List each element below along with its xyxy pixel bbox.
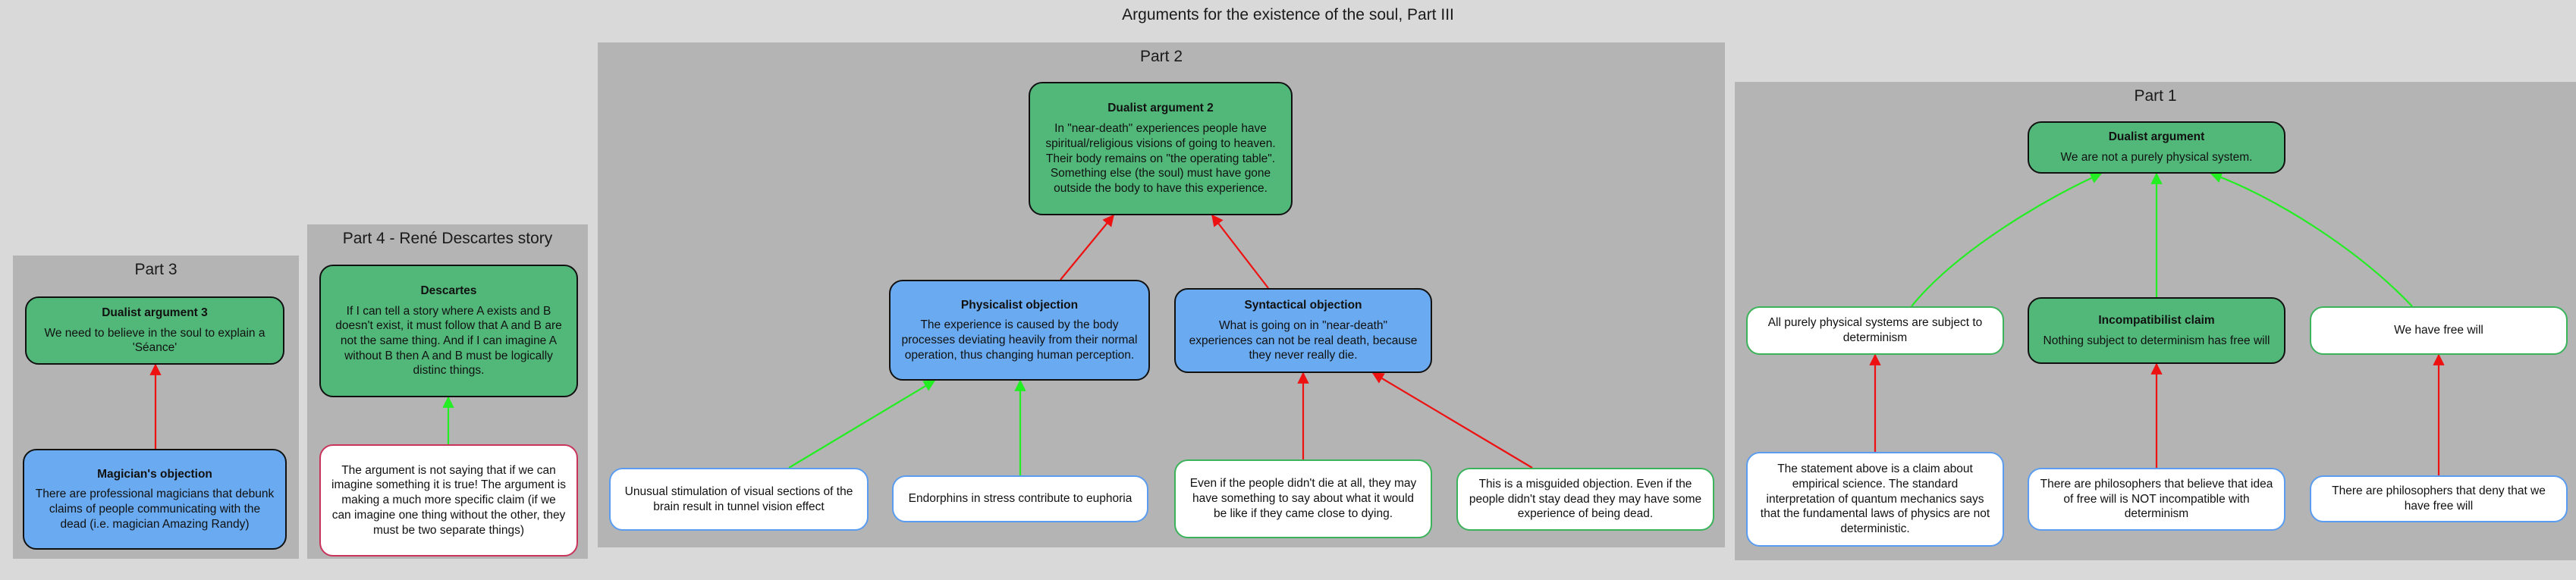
- node-text: We are not a purely physical system.: [2060, 151, 2253, 164]
- panel-part4-title: Part 4 - René Descartes story: [342, 230, 553, 247]
- node-text: Even if the people didn't die at all, th…: [1189, 477, 1417, 520]
- node-text: The experience is caused by the body pro…: [901, 318, 1138, 362]
- node-dualist-argument-2: Dualist argument 2 In "near-death" exper…: [1029, 82, 1293, 215]
- node-magicians-objection: Magician's objection There are professio…: [23, 449, 287, 550]
- node-text: There are philosophers that deny that we…: [2332, 484, 2546, 513]
- node-purely-physical: All purely physical systems are subject …: [1746, 306, 2004, 355]
- diagram-title: Arguments for the existence of the soul,…: [1122, 6, 1454, 24]
- node-text: What is going on in "near-death" experie…: [1189, 318, 1418, 362]
- node-descartes: Descartes If I can tell a story where A …: [319, 265, 578, 397]
- node-misguided-objection: This is a misguided objection. Even if t…: [1456, 468, 1714, 531]
- node-text: This is a misguided objection. Even if t…: [1469, 477, 1702, 521]
- node-title: Dualist argument 3: [102, 306, 208, 319]
- node-title: Descartes: [420, 284, 477, 297]
- node-title: Magician's objection: [97, 467, 212, 481]
- node-text: We need to believe in the soul to explai…: [44, 326, 265, 355]
- node-text: The argument is not saying that if we ca…: [331, 463, 567, 537]
- node-text: All purely physical systems are subject …: [1767, 316, 1983, 344]
- node-text: The statement above is a claim about emp…: [1760, 462, 1990, 535]
- node-text: Nothing subject to determinism has free …: [2043, 334, 2270, 347]
- node-empirical-science: The statement above is a claim about emp…: [1746, 452, 2004, 547]
- node-unusual-stimulation: Unusual stimulation of visual sections o…: [609, 468, 869, 531]
- node-title: Physicalist objection: [960, 298, 1079, 312]
- node-text: If I can tell a story where A exists and…: [335, 304, 562, 378]
- node-syntactical-objection: Syntactical objection What is going on i…: [1174, 288, 1432, 373]
- node-text: Endorphins in stress contribute to eupho…: [908, 492, 1132, 506]
- node-physicalist-objection: Physicalist objection The experience is …: [889, 280, 1150, 381]
- node-title: Dualist argument: [2108, 130, 2205, 144]
- node-even-if: Even if the people didn't die at all, th…: [1174, 459, 1432, 538]
- node-text: There are philosophers that believe that…: [2040, 477, 2273, 521]
- panel-part1-title: Part 1: [2134, 87, 2177, 105]
- node-text: We have free will: [2394, 324, 2483, 337]
- node-text: Unusual stimulation of visual sections o…: [624, 484, 853, 513]
- panel-part3-title: Part 3: [134, 261, 177, 278]
- node-title: Incompatibilist claim: [2098, 313, 2215, 327]
- node-text: In "near-death" experiences people have …: [1045, 122, 1276, 195]
- node-argument-not-saying: The argument is not saying that if we ca…: [319, 444, 578, 556]
- node-philosophers-deny: There are philosophers that deny that we…: [2310, 475, 2568, 522]
- node-philosophers-believe: There are philosophers that believe that…: [2028, 468, 2285, 531]
- node-title: Dualist argument 2: [1107, 102, 1214, 115]
- panel-part2-title: Part 2: [1139, 48, 1183, 65]
- node-we-have-free-will: We have free will: [2310, 306, 2568, 355]
- node-endorphins: Endorphins in stress contribute to eupho…: [892, 475, 1148, 522]
- node-dualist-argument-3: Dualist argument 3 We need to believe in…: [25, 296, 284, 365]
- node-dualist-argument: Dualist argument We are not a purely phy…: [2028, 121, 2285, 174]
- node-title: Syntactical objection: [1244, 299, 1362, 312]
- node-incompatibilist-claim: Incompatibilist claim Nothing subject to…: [2028, 297, 2285, 364]
- node-text: There are professional magicians that de…: [35, 488, 275, 531]
